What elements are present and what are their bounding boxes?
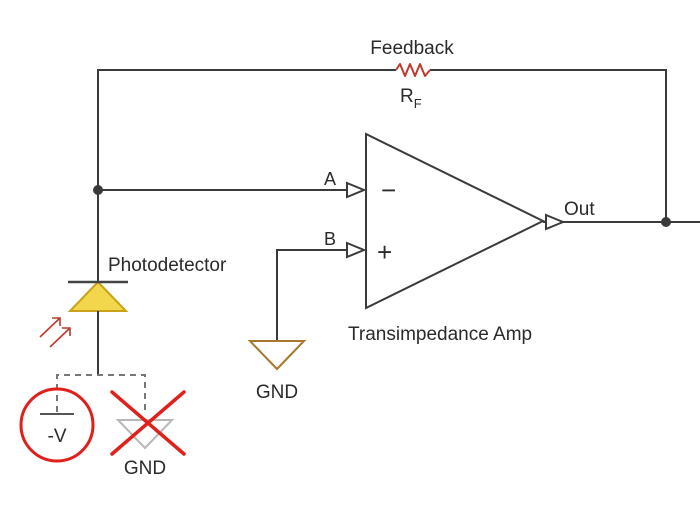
rf-label: RF	[400, 86, 422, 111]
output-label: Out	[564, 199, 595, 220]
neg-v-label: -V	[48, 426, 67, 447]
op-amp-triangle	[365, 132, 546, 310]
rf-label-sub: F	[414, 96, 422, 111]
dashed-connection	[56, 374, 146, 414]
junction-node-out	[661, 217, 671, 227]
input-a-label: A	[324, 169, 336, 189]
input-b-label: B	[324, 229, 336, 249]
minus-sign: −	[381, 175, 396, 205]
amp-label: Transimpedance Amp	[348, 324, 532, 345]
output-wire	[543, 213, 700, 231]
photodetector-diode	[67, 190, 129, 375]
feedback-loop	[97, 69, 667, 222]
neg-v-circle-annotation	[19, 387, 95, 463]
input-b-wire	[276, 241, 367, 341]
photodetector-label: Photodetector	[108, 255, 227, 276]
ground-b-icon	[247, 340, 307, 371]
feedback-resistor	[395, 63, 431, 77]
rf-label-main: R	[400, 86, 414, 107]
gnd-b-label: GND	[256, 382, 298, 403]
plus-sign: +	[377, 237, 392, 267]
light-arrows-icon	[39, 317, 71, 348]
cross-out-annotation	[110, 390, 186, 456]
feedback-label: Feedback	[370, 38, 454, 59]
pd-gnd-label: GND	[124, 458, 166, 479]
